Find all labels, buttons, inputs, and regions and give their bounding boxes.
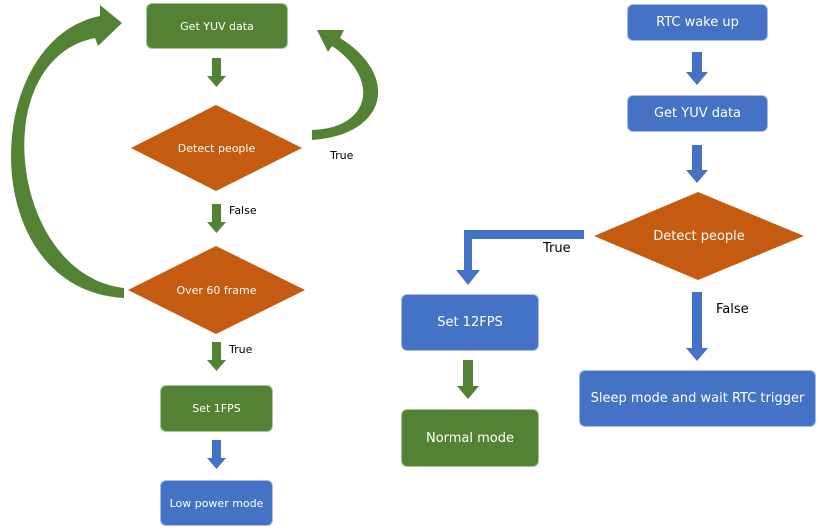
curved-arrow-loop-left (10, 5, 124, 298)
right-set-fps-label: Set 12FPS (437, 315, 503, 330)
arrow-left-1 (207, 58, 226, 87)
left-label-true: True (229, 343, 253, 356)
right-detect-diamond (594, 192, 804, 280)
left-label-false: False (229, 204, 257, 217)
arrow-right-2 (686, 145, 708, 183)
arrow-left-2 (207, 204, 226, 233)
right-sleep-mode-label: Sleep mode and wait RTC trigger (590, 391, 805, 406)
left-over-frame-diamond (128, 246, 305, 334)
left-set-fps-box: Set 1FPS (160, 385, 273, 432)
right-rtc-wake-label: RTC wake up (656, 15, 739, 30)
left-detect-text: Detect people (177, 141, 256, 155)
right-normal-mode-box: Normal mode (401, 409, 539, 467)
left-over-frame-text: Over 60 frame (176, 283, 257, 297)
left-get-yuv-box: Get YUV data (146, 3, 288, 49)
right-detect-text: Detect people (653, 228, 745, 244)
left-low-power-label: Low power mode (169, 496, 264, 510)
right-set-fps-box: Set 12FPS (401, 294, 539, 351)
right-rtc-wake-box: RTC wake up (627, 4, 768, 41)
right-get-yuv-label: Get YUV data (653, 106, 742, 121)
arrow-right-true-elbow (456, 230, 584, 285)
right-label-true: True (543, 241, 571, 256)
left-low-power-box: Low power mode (160, 480, 273, 526)
arrow-right-4 (457, 360, 479, 399)
curved-arrow-true-loop (312, 30, 379, 140)
arrow-left-4 (207, 440, 226, 469)
right-sleep-mode-box: Sleep mode and wait RTC trigger (579, 370, 816, 427)
left-detect-diamond (131, 105, 302, 191)
arrow-left-3 (207, 342, 226, 371)
arrow-right-1 (686, 52, 708, 85)
left-get-yuv-label: Get YUV data (180, 19, 254, 33)
right-normal-mode-label: Normal mode (425, 430, 515, 446)
arrow-right-3 (686, 292, 708, 361)
left-set-fps-label: Set 1FPS (192, 402, 241, 415)
left-label-true-loop: True (330, 149, 354, 162)
right-get-yuv-box: Get YUV data (627, 95, 768, 132)
right-label-false: False (716, 302, 749, 317)
